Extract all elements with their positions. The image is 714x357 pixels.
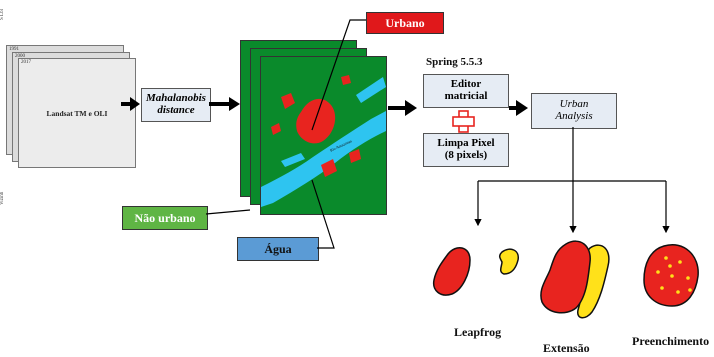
callout-nao-urbano (205, 209, 251, 215)
urban-area-main (296, 98, 336, 144)
arrow-spring-to-analysis (509, 100, 528, 116)
preenchimento-shape (643, 243, 699, 307)
editor-line1: Editor (450, 78, 482, 91)
urban-area-4 (349, 149, 361, 163)
arrow-mahalanobis-to-map (209, 97, 240, 111)
urban-analysis-box: Urban Analysis (531, 93, 617, 129)
year-label-1991: 1991 (9, 47, 19, 52)
year-label-2017: 2017 (21, 60, 31, 65)
urban-area-2 (281, 93, 295, 109)
mahalanobis-box: Mahalanobis distance (141, 88, 211, 122)
side-label-middle: Vizinh (0, 191, 5, 205)
nao-urbano-tag: Não urbano (122, 206, 208, 230)
extensao-shape (540, 240, 610, 319)
river-branch2-shape (281, 153, 305, 167)
river-shape (261, 111, 386, 207)
urban-area-5 (271, 123, 281, 135)
leapfrog-label: Leapfrog (454, 325, 502, 339)
urban-analysis-line2: Analysis (555, 110, 593, 122)
urbano-tag: Urbano (366, 12, 444, 34)
editor-matricial-box: Editor matricial (423, 74, 509, 108)
spring-version: Spring 5.5.3 (426, 56, 483, 68)
landsat-label: Landsat TM e OLI (46, 108, 108, 118)
agua-tag: Água (237, 237, 319, 261)
urban-area-6 (341, 75, 351, 85)
limpa-line2: (8 pixels) (444, 149, 488, 161)
map-features (261, 75, 386, 207)
mahalanobis-line2: distance (157, 104, 195, 116)
editor-line2: matricial (444, 90, 488, 102)
arrow-map-to-spring (388, 100, 417, 116)
limpa-pixel-box: Limpa Pixel (8 pixels) (423, 133, 509, 167)
mahalanobis-line1: Mahalanobis (146, 92, 206, 105)
limpa-line1: Limpa Pixel (437, 137, 495, 150)
leapfrog-shape (432, 247, 519, 296)
side-label-top: S Lbl (0, 9, 5, 20)
landsat-image-2017: 2017 Landsat TM e OLI (18, 58, 136, 168)
preenchimento-label: Preenchimento (632, 334, 710, 348)
extensao-label: Extensão (543, 341, 590, 355)
urban-analysis-line1: Urban (559, 98, 589, 111)
plus-icon (452, 110, 475, 133)
urban-area-3 (321, 159, 337, 177)
year-label-2000: 2000 (15, 54, 25, 59)
river-branch-shape (356, 77, 386, 103)
classified-map-front: Rio Amazonas (260, 56, 387, 215)
